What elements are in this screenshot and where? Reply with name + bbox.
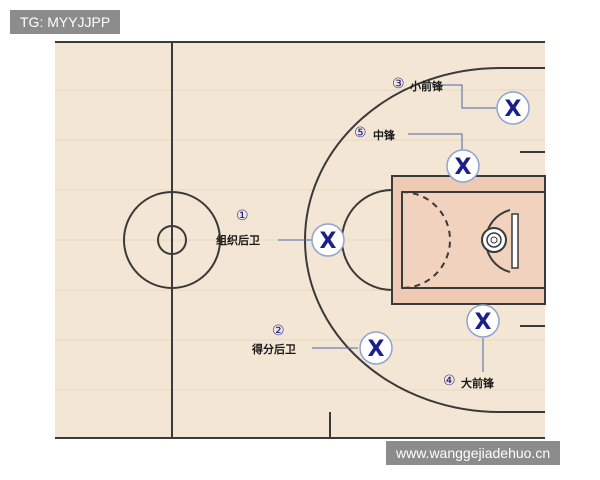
- player-marker-x: X: [505, 97, 522, 122]
- position-number-1: ①: [236, 208, 249, 224]
- leader-lines: [278, 84, 496, 372]
- player-markers: X X X X X: [311, 91, 530, 365]
- paint-inner: [401, 191, 546, 289]
- player-marker-2: X: [359, 331, 393, 365]
- leader-line-5: [408, 133, 463, 150]
- position-number-5: ⑤: [354, 125, 367, 141]
- backboard: [511, 213, 519, 269]
- player-marker-circle: [311, 223, 345, 257]
- position-label-2: 得分后卫: [252, 343, 296, 356]
- position-label-1: 组织后卫: [216, 234, 260, 247]
- position-label-4: 大前锋: [461, 377, 494, 390]
- wood-grain: [55, 89, 545, 391]
- player-marker-x: X: [455, 155, 472, 180]
- hoop-inner: [486, 232, 502, 248]
- player-marker-3: X: [496, 91, 530, 125]
- position-label-5: 中锋: [373, 129, 395, 142]
- player-marker-x: X: [475, 310, 492, 335]
- hoop-center: [490, 236, 498, 244]
- watermark-top: TG: MYYJJPP: [10, 10, 121, 34]
- center-circle: [123, 191, 221, 289]
- watermark-bottom: www.wanggejiadehuo.cn: [386, 441, 561, 465]
- player-marker-circle: [496, 91, 530, 125]
- position-number-3: ③: [392, 76, 405, 92]
- leader-line-3: [432, 84, 496, 109]
- player-marker-x: X: [368, 337, 385, 362]
- player-marker-4: X: [466, 304, 500, 338]
- player-marker-x: X: [320, 229, 337, 254]
- player-marker-circle: [359, 331, 393, 365]
- player-marker-circle: [466, 304, 500, 338]
- player-marker-1: X: [311, 223, 345, 257]
- position-number-4: ④: [443, 373, 456, 389]
- center-inner-circle: [157, 225, 187, 255]
- position-number-2: ②: [272, 323, 285, 339]
- player-marker-circle: [446, 149, 480, 183]
- player-marker-5: X: [446, 149, 480, 183]
- position-label-3: 小前锋: [410, 80, 443, 93]
- hoop-outer: [481, 227, 507, 253]
